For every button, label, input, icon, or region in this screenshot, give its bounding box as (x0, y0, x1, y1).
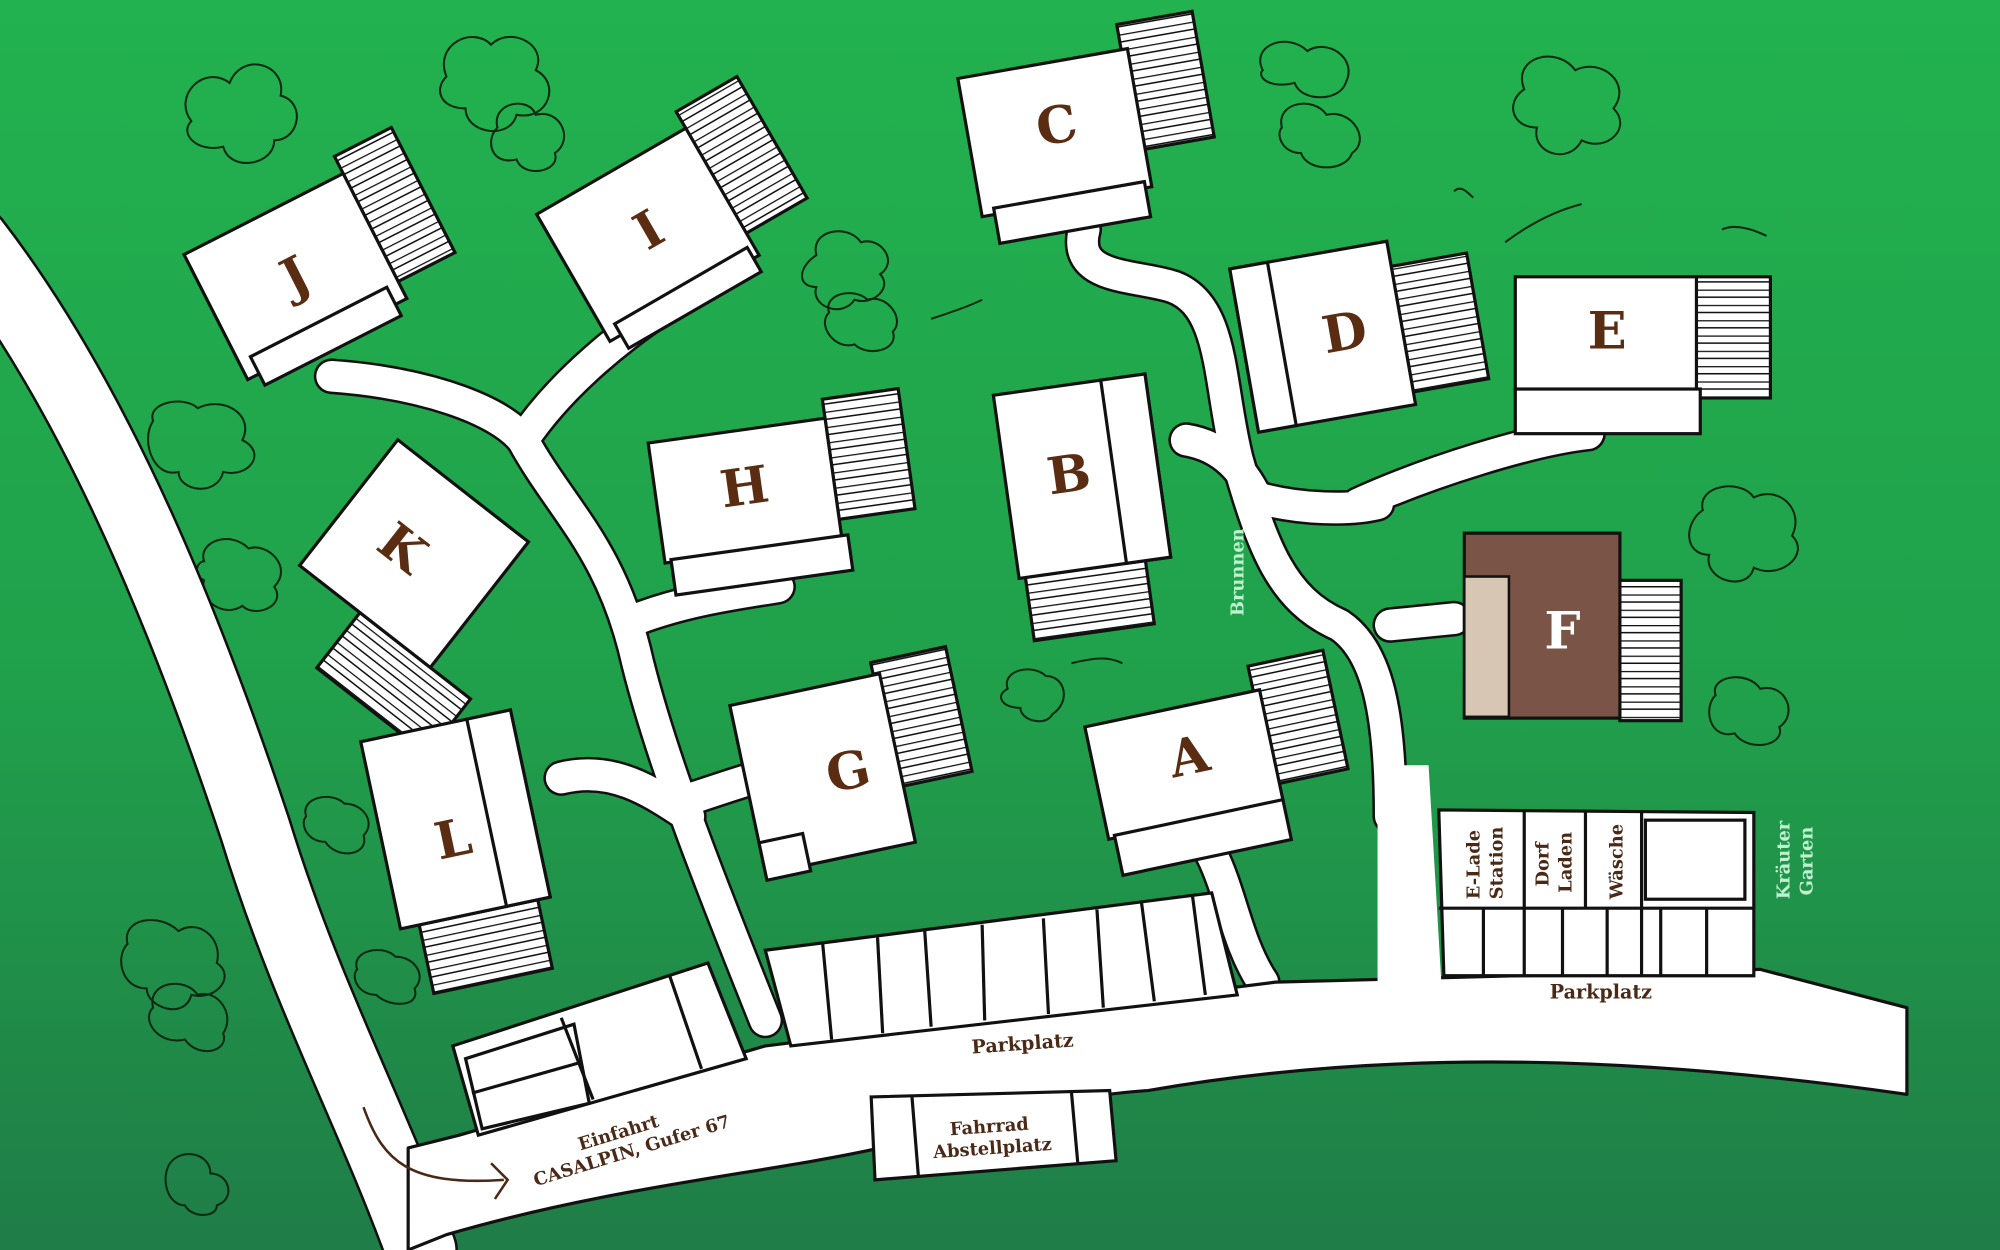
parkplatz-right-label: Parkplatz (1550, 981, 1652, 1004)
building-i[interactable]: I (527, 74, 827, 355)
e-lade-station-label-2: Station (1487, 827, 1508, 900)
tree-icon (930, 187, 1768, 665)
tree-icon (1000, 668, 1065, 723)
svg-text:E: E (1588, 302, 1627, 362)
tree-icon (439, 35, 551, 132)
building-g[interactable]: G (727, 644, 985, 883)
building-f[interactable]: F (1462, 531, 1683, 723)
buildings: J I C D E K (175, 9, 1773, 998)
waesche-label: Wäsche (1606, 824, 1627, 900)
building-c[interactable]: C (953, 9, 1226, 246)
tree-icon (490, 102, 565, 172)
trees (120, 35, 1799, 1216)
tree-icon (823, 292, 898, 353)
kraeuter-garten-label-1: Kräuter (1774, 820, 1795, 899)
entrance-arrow-icon (362, 1106, 510, 1200)
svg-text:H: H (717, 454, 773, 520)
tree-icon (1278, 102, 1361, 169)
building-l[interactable]: L (358, 708, 565, 998)
svg-text:D: D (1318, 299, 1372, 366)
building-a[interactable]: A (1080, 648, 1360, 878)
tree-icon (1512, 55, 1622, 156)
tree-icon (195, 538, 282, 612)
tree-icon (302, 795, 370, 855)
building-k[interactable]: K (256, 437, 568, 757)
building-b[interactable]: B (991, 372, 1179, 643)
tree-icon (1708, 676, 1790, 746)
e-lade-station-label-1: E-Lade (1464, 830, 1485, 899)
building-e[interactable]: E (1513, 275, 1773, 436)
dorf-laden-label-2: Laden (1555, 832, 1576, 893)
roads (0, 211, 1909, 1250)
svg-text:C: C (1032, 93, 1082, 159)
svg-text:F: F (1544, 601, 1580, 661)
tree-icon (1259, 40, 1350, 99)
tree-icon (164, 1153, 230, 1216)
building-h[interactable]: H (646, 386, 923, 597)
tree-icon (147, 982, 229, 1053)
building-d[interactable]: D (1227, 228, 1491, 435)
tree-icon (120, 918, 226, 1011)
brunnen-label: Brunnen (1228, 528, 1249, 616)
svg-text:B: B (1043, 442, 1094, 507)
tree-icon (353, 949, 421, 1005)
parking-stalls (450, 808, 1756, 1182)
kraeuter-garten-label-2: Garten (1797, 827, 1818, 896)
tree-icon (147, 400, 256, 490)
tree-icon (184, 63, 298, 164)
building-j[interactable]: J (175, 125, 469, 391)
tree-icon (1688, 485, 1799, 583)
tree-icon (800, 230, 889, 311)
dorf-laden-label-1: Dorf (1532, 841, 1553, 887)
